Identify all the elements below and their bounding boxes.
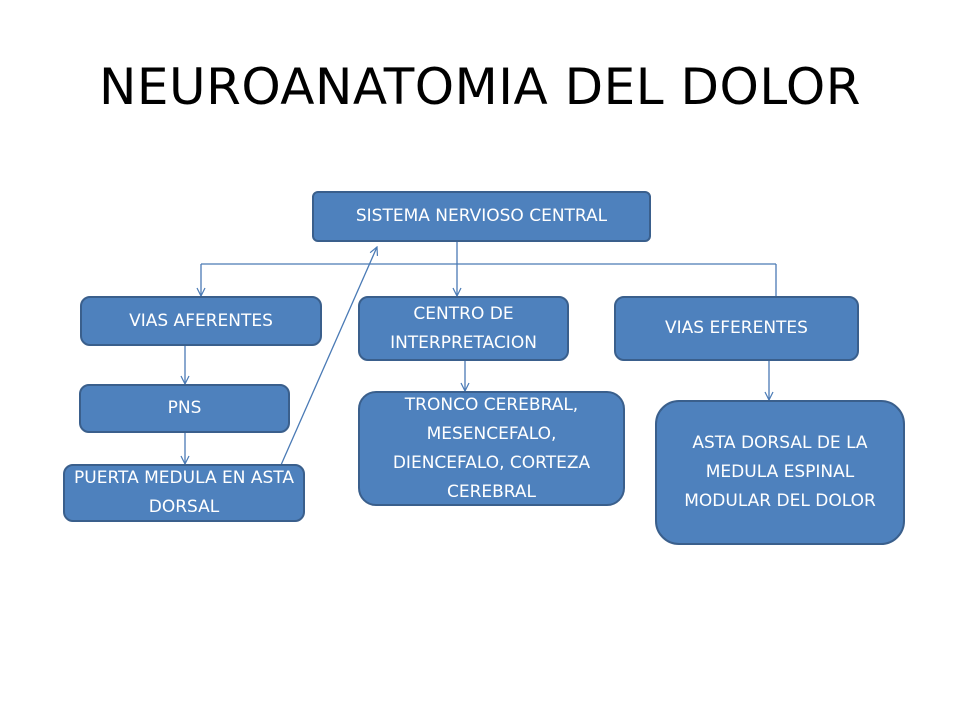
node-pns: PNS — [79, 384, 290, 433]
node-asta-dorsal: ASTA DORSAL DE LA MEDULA ESPINAL MODULAR… — [655, 400, 905, 545]
node-tronco-cerebral: TRONCO CEREBRAL, MESENCEFALO, DIENCEFALO… — [358, 391, 625, 506]
node-centro-interpretacion: CENTRO DE INTERPRETACION — [358, 296, 569, 361]
page-title: NEUROANATOMIA DEL DOLOR — [99, 58, 861, 116]
node-puerta-medula: PUERTA MEDULA EN ASTA DORSAL — [63, 464, 305, 522]
node-label: TRONCO CEREBRAL, MESENCEFALO, DIENCEFALO… — [392, 394, 591, 502]
connector-puerta-snc — [280, 247, 377, 466]
node-label: VIAS AFERENTES — [129, 310, 273, 331]
node-label: ASTA DORSAL DE LA MEDULA ESPINAL MODULAR… — [684, 433, 876, 511]
node-label: VIAS EFERENTES — [665, 318, 808, 338]
node-sistema-nervioso-central: SISTEMA NERVIOSO CENTRAL — [312, 191, 651, 242]
node-label: PNS — [167, 398, 202, 418]
node-vias-aferentes: VIAS AFERENTES — [80, 296, 322, 346]
node-label: CENTRO DE INTERPRETACION — [390, 303, 537, 353]
node-label: PUERTA MEDULA EN ASTA DORSAL — [74, 468, 294, 517]
node-vias-eferentes: VIAS EFERENTES — [614, 296, 859, 361]
node-label: SISTEMA NERVIOSO CENTRAL — [355, 206, 608, 226]
